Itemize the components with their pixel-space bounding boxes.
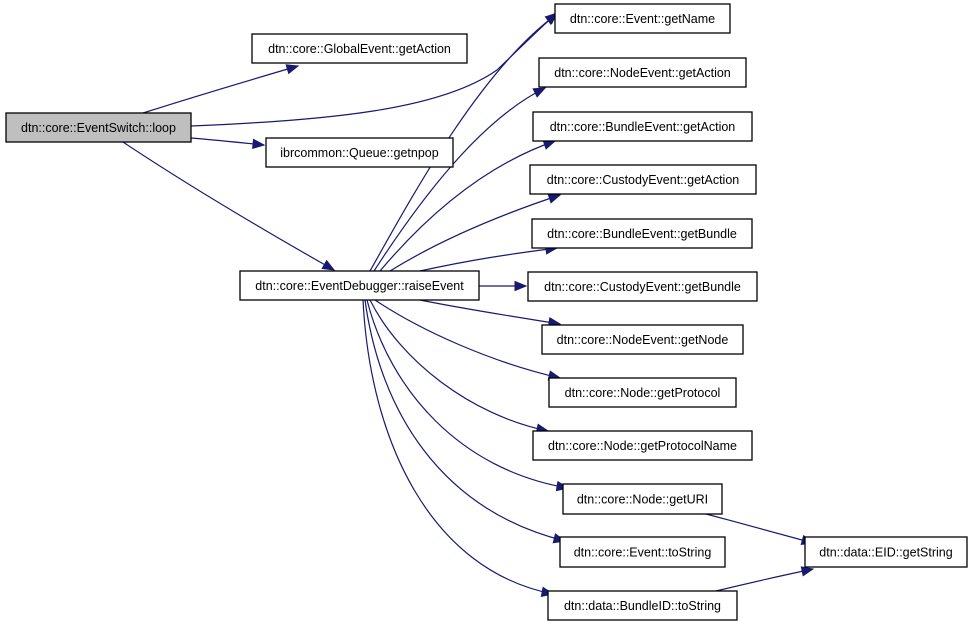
node-label: dtn::core::Event::getName	[570, 12, 715, 26]
node-globalevent-getaction[interactable]: dtn::core::GlobalEvent::getAction	[251, 33, 468, 64]
edge-line	[374, 299, 561, 379]
edge-line	[190, 12, 558, 127]
node-custodyevent-getaction[interactable]: dtn::core::CustodyEvent::getAction	[529, 164, 757, 195]
edge-line	[373, 87, 546, 272]
node-box[interactable]	[5, 112, 192, 143]
edge-bundleid_tostring-to-eid_getstring	[715, 566, 815, 592]
node-box[interactable]	[529, 164, 757, 195]
node-label: dtn::core::CustodyEvent::getBundle	[544, 280, 741, 294]
node-bundleid-tostring[interactable]: dtn::data::BundleID::toString	[547, 590, 738, 621]
node-loop[interactable]: dtn::core::EventSwitch::loop	[5, 112, 192, 143]
node-label: dtn::data::EID::getString	[819, 546, 952, 560]
node-box[interactable]	[265, 137, 454, 168]
node-box[interactable]	[532, 111, 753, 142]
node-label: dtn::core::NodeEvent::getNode	[557, 333, 729, 347]
edge-line	[142, 65, 299, 114]
node-label: dtn::core::EventSwitch::loop	[21, 121, 176, 135]
arrowhead-icon	[321, 259, 336, 271]
node-label: dtn::core::BundleEvent::getAction	[550, 120, 736, 134]
node-node-getprotocol[interactable]: dtn::core::Node::getProtocol	[548, 377, 737, 408]
node-custodyevent-getbundle[interactable]: dtn::core::CustodyEvent::getBundle	[527, 271, 758, 302]
arrowhead-icon	[544, 13, 559, 26]
edge-line	[364, 299, 566, 542]
node-node-getprotocolname[interactable]: dtn::core::Node::getProtocolName	[532, 430, 753, 461]
edge-loop-to-globalevent_getaction	[142, 64, 300, 114]
edge-line	[419, 299, 561, 325]
node-box[interactable]	[547, 590, 738, 621]
node-event-getname[interactable]: dtn::core::Event::getName	[554, 3, 731, 34]
edge-line	[366, 299, 569, 489]
node-bundleevent-getbundle[interactable]: dtn::core::BundleEvent::getBundle	[531, 218, 753, 249]
edge-raiseevent-to-event_getname	[369, 13, 559, 272]
node-eid-getstring[interactable]: dtn::data::EID::getString	[804, 536, 968, 568]
node-box[interactable]	[559, 536, 726, 568]
arrowhead-icon	[514, 280, 528, 292]
arrowhead-icon	[285, 64, 300, 75]
node-label: dtn::core::CustodyEvent::getAction	[547, 173, 740, 187]
node-label: dtn::core::Node::getProtocolName	[548, 439, 737, 453]
node-event-tostring[interactable]: dtn::core::Event::toString	[559, 536, 726, 568]
edge-line	[369, 13, 558, 272]
node-nodeevent-getnode[interactable]: dtn::core::NodeEvent::getNode	[541, 324, 744, 355]
node-bundleevent-getaction[interactable]: dtn::core::BundleEvent::getAction	[532, 111, 753, 142]
edge-raiseevent-to-custodyevent_getbundle	[478, 280, 528, 292]
edge-raiseevent-to-node_geturi	[366, 299, 570, 492]
node-box[interactable]	[548, 377, 737, 408]
node-box[interactable]	[251, 33, 468, 64]
edge-raiseevent-to-node_getprotocolname	[369, 299, 550, 434]
node-label: dtn::core::EventDebugger::raiseEvent	[255, 279, 464, 293]
edge-line	[715, 568, 814, 592]
node-box[interactable]	[538, 57, 747, 88]
arrowhead-icon	[800, 566, 815, 577]
arrowhead-icon	[252, 138, 266, 150]
node-box[interactable]	[532, 430, 753, 461]
node-label: dtn::core::BundleEvent::getBundle	[547, 227, 737, 241]
edges-layer	[122, 12, 815, 597]
edge-line	[705, 513, 814, 544]
node-nodeevent-getaction[interactable]: dtn::core::NodeEvent::getAction	[538, 57, 747, 88]
edge-raiseevent-to-nodeevent_getaction	[373, 87, 547, 272]
node-label: dtn::core::Event::toString	[574, 546, 712, 560]
edge-raiseevent-to-nodeevent_getnode	[419, 299, 562, 328]
node-label: dtn::data::BundleID::toString	[564, 599, 721, 613]
node-box[interactable]	[527, 271, 758, 302]
node-queue-getnpop[interactable]: ibrcommon::Queue::getnpop	[265, 137, 454, 168]
edge-line	[369, 299, 549, 432]
edge-line	[379, 140, 556, 272]
edge-raiseevent-to-event_tostring	[364, 299, 567, 544]
node-box[interactable]	[562, 483, 723, 515]
nodes-layer: dtn::core::EventSwitch::loop dtn::core::G…	[5, 3, 968, 621]
edge-line	[389, 194, 561, 272]
node-label: dtn::core::Node::getURI	[577, 493, 708, 507]
arrowhead-icon	[532, 87, 547, 98]
node-box[interactable]	[541, 324, 744, 355]
node-label: dtn::core::NodeEvent::getAction	[554, 66, 731, 80]
node-label: ibrcommon::Queue::getnpop	[280, 146, 438, 160]
node-raiseevent[interactable]: dtn::core::EventDebugger::raiseEvent	[239, 270, 480, 301]
edge-loop-to-queue_getnpop	[190, 137, 266, 150]
node-box[interactable]	[554, 3, 731, 34]
arrowhead-icon	[547, 193, 562, 204]
node-box[interactable]	[531, 218, 753, 249]
node-box[interactable]	[804, 536, 968, 568]
node-node-geturi[interactable]: dtn::core::Node::getURI	[562, 483, 723, 515]
edge-line	[362, 299, 554, 595]
node-label: dtn::core::GlobalEvent::getAction	[268, 42, 451, 56]
edge-loop-to-event_getname	[190, 12, 558, 127]
node-box[interactable]	[239, 270, 480, 301]
edge-line	[122, 141, 335, 271]
edge-raiseevent-to-node_getprotocol	[374, 299, 562, 381]
node-label: dtn::core::Node::getProtocol	[565, 386, 721, 400]
edge-line	[419, 247, 558, 272]
edge-raiseevent-to-bundleevent_getbundle	[419, 244, 559, 272]
edge-loop-to-raiseevent	[122, 141, 336, 271]
